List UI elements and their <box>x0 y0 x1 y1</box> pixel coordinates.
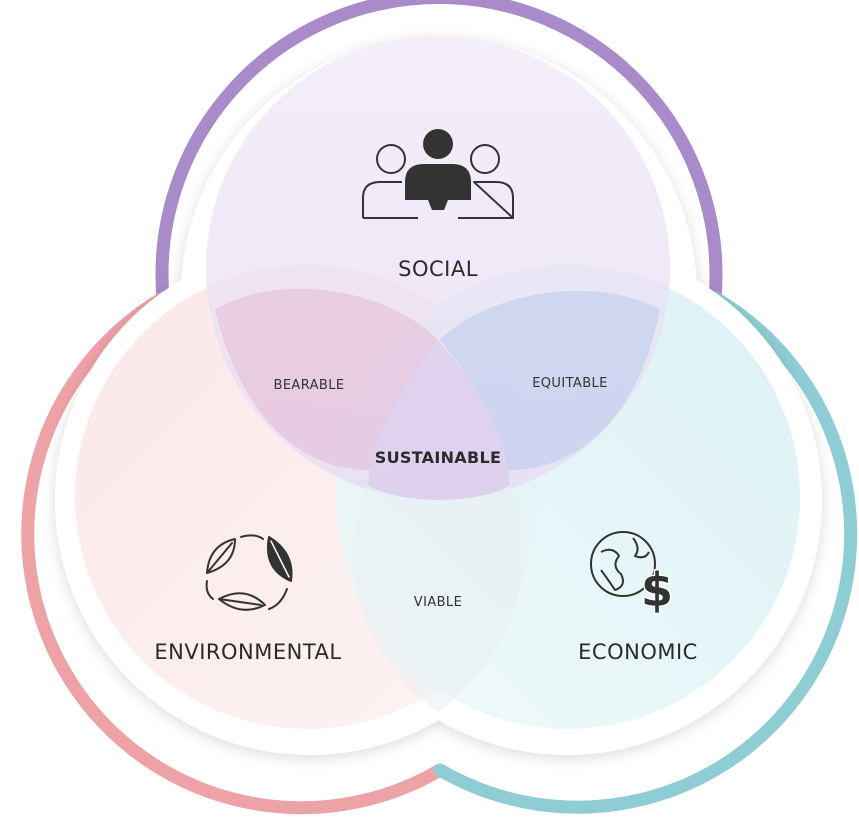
viable-label: VIABLE <box>414 595 462 610</box>
bearable-region <box>215 288 438 470</box>
equitable-region <box>440 290 660 470</box>
outer-rings <box>21 0 858 815</box>
environmental-label: ENVIRONMENTAL <box>154 640 341 664</box>
social-ring <box>155 0 723 305</box>
svg-text:$: $ <box>641 563 673 617</box>
viable-region <box>352 485 524 712</box>
recycle-leaves-icon <box>205 534 293 611</box>
economic-ring <box>433 291 858 814</box>
equitable-label: EQUITABLE <box>532 376 608 391</box>
sustainable-region <box>368 340 510 500</box>
economic-label: ECONOMIC <box>578 640 698 664</box>
venn-circles <box>75 36 800 729</box>
sustainable-label: SUSTAINABLE <box>375 448 501 467</box>
social-label: SOCIAL <box>398 257 478 281</box>
globe-dollar-icon: $ <box>590 531 675 619</box>
bearable-label: BEARABLE <box>274 378 345 393</box>
people-icon <box>362 129 514 219</box>
environmental-ring <box>21 291 447 815</box>
